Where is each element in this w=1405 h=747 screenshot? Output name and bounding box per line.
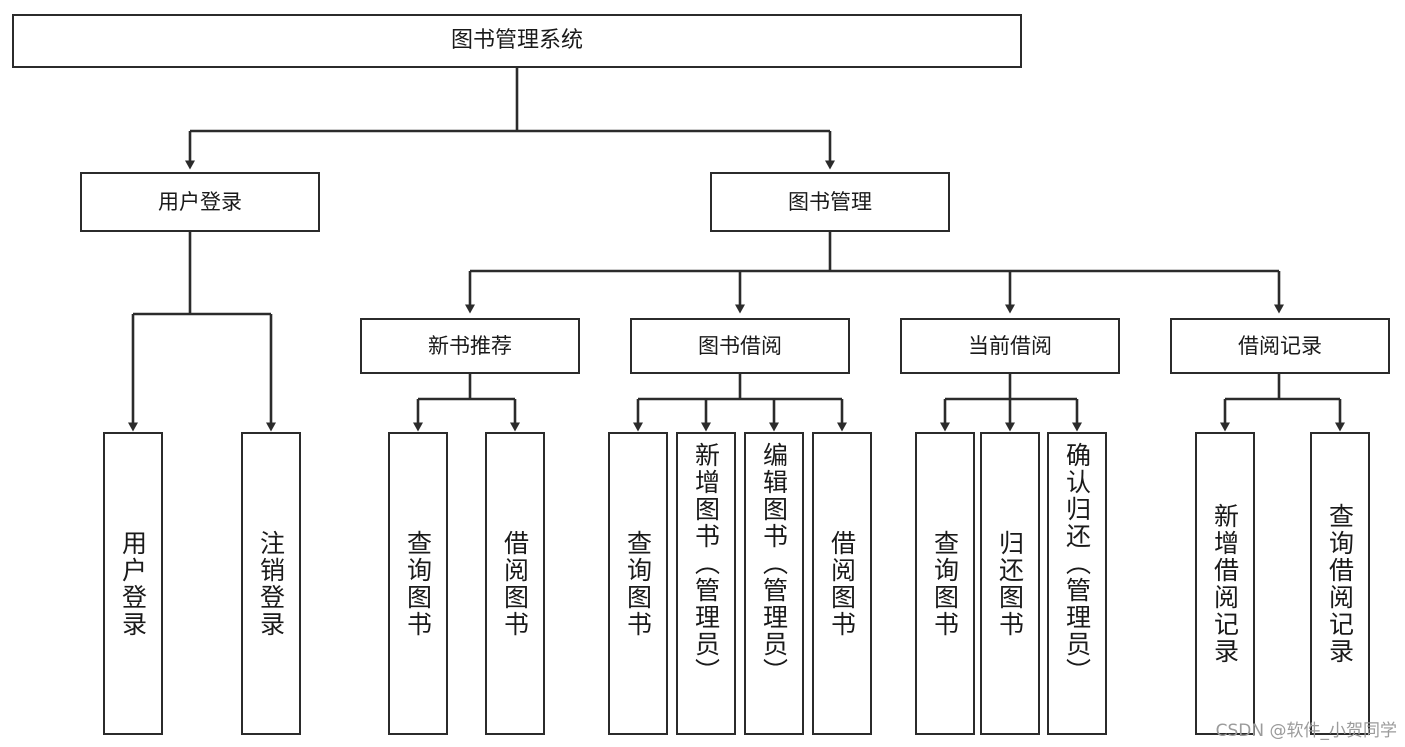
node-user-login[interactable]: 用户登录 — [80, 172, 320, 232]
node-book-borrow[interactable]: 图书借阅 — [630, 318, 850, 374]
node-leaf-query-book-current[interactable]: 查询图书 — [915, 432, 975, 735]
node-label: 新增借阅记录 — [1210, 502, 1240, 665]
node-label: 编辑图书（管理员） — [759, 442, 789, 685]
node-label: 查询图书 — [403, 529, 433, 638]
node-current-borrow[interactable]: 当前借阅 — [900, 318, 1120, 374]
node-label: 用户登录 — [118, 529, 148, 638]
node-book-management-system[interactable]: 图书管理系统 — [12, 14, 1022, 68]
node-leaf-query-book-borrow[interactable]: 查询图书 — [608, 432, 668, 735]
node-leaf-confirm-return[interactable]: 确认归还（管理员） — [1047, 432, 1107, 735]
node-label: 注销登录 — [256, 529, 286, 638]
node-leaf-edit-book[interactable]: 编辑图书（管理员） — [744, 432, 804, 735]
node-label: 图书管理 — [788, 189, 872, 214]
node-label: 借阅图书 — [827, 529, 857, 638]
node-leaf-query-book-recommend[interactable]: 查询图书 — [388, 432, 448, 735]
node-new-book-recommend[interactable]: 新书推荐 — [360, 318, 580, 374]
node-leaf-return-book[interactable]: 归还图书 — [980, 432, 1040, 735]
node-label: 用户登录 — [158, 189, 242, 214]
node-label: 确认归还（管理员） — [1062, 442, 1092, 685]
node-leaf-add-book[interactable]: 新增图书（管理员） — [676, 432, 736, 735]
node-label: 查询图书 — [623, 529, 653, 638]
node-label: 借阅图书 — [500, 529, 530, 638]
node-label: 查询图书 — [930, 529, 960, 638]
node-label: 新书推荐 — [428, 333, 512, 358]
node-leaf-borrow-book-recommend[interactable]: 借阅图书 — [485, 432, 545, 735]
node-borrow-record[interactable]: 借阅记录 — [1170, 318, 1390, 374]
node-leaf-add-borrow-record[interactable]: 新增借阅记录 — [1195, 432, 1255, 735]
node-label: 图书管理系统 — [450, 28, 583, 54]
node-label: 归还图书 — [995, 529, 1025, 638]
node-leaf-query-borrow-record[interactable]: 查询借阅记录 — [1310, 432, 1370, 735]
node-leaf-user-login[interactable]: 用户登录 — [103, 432, 163, 735]
node-label: 当前借阅 — [968, 333, 1052, 358]
node-label: 查询借阅记录 — [1325, 502, 1355, 665]
node-book-management[interactable]: 图书管理 — [710, 172, 950, 232]
node-leaf-borrow-book[interactable]: 借阅图书 — [812, 432, 872, 735]
node-label: 图书借阅 — [698, 333, 782, 358]
node-leaf-user-logout[interactable]: 注销登录 — [241, 432, 301, 735]
node-label: 新增图书（管理员） — [691, 442, 721, 685]
node-label: 借阅记录 — [1238, 333, 1322, 358]
